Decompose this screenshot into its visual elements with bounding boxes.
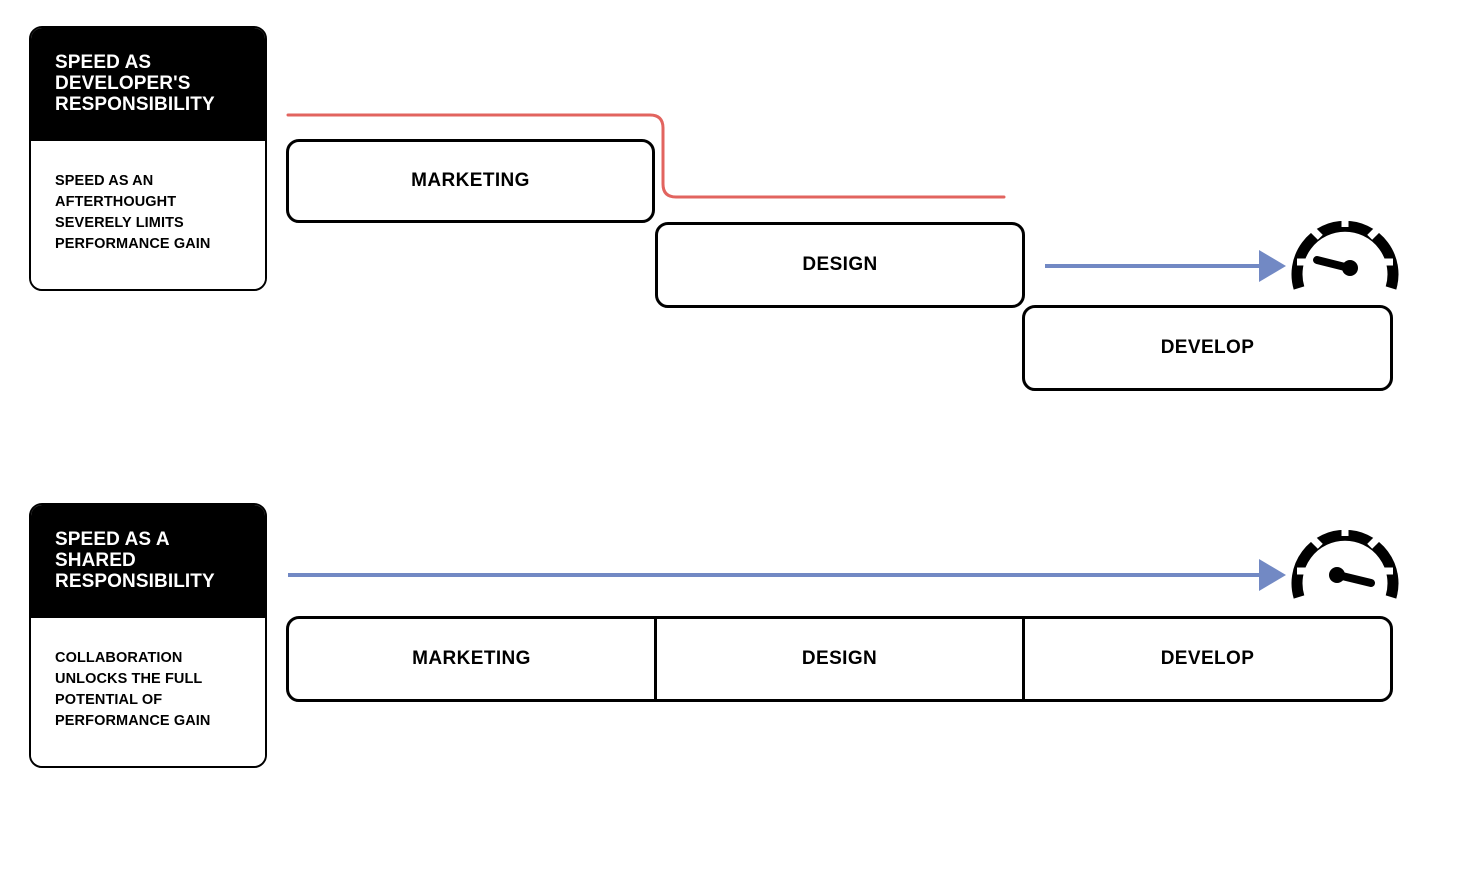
blue-long-arrow xyxy=(288,559,1286,591)
combined-stage-bar: MARKETING DESIGN DEVELOP xyxy=(286,616,1393,702)
stage-box-develop-bottom[interactable]: DEVELOP xyxy=(1022,619,1390,699)
blue-short-arrow xyxy=(1045,250,1286,282)
stage-box-design-bottom[interactable]: DESIGN xyxy=(654,619,1022,699)
stage-label: DEVELOP xyxy=(1160,648,1255,669)
stage-box-marketing-top[interactable]: MARKETING xyxy=(286,139,655,223)
card-body-panel: COLLABORATION UNLOCKS THE FULL POTENTIAL… xyxy=(31,618,265,766)
stage-label: DESIGN xyxy=(801,648,878,669)
stage-label: DESIGN xyxy=(802,254,878,275)
stage-label: MARKETING xyxy=(411,170,530,191)
card-body-panel: SPEED AS AN AFTERTHOUGHT SEVERELY LIMITS… xyxy=(31,141,265,289)
info-card-developer-responsibility: SPEED AS DEVELOPER'S RESPONSIBILITY SPEE… xyxy=(29,26,267,291)
card-body-text: COLLABORATION UNLOCKS THE FULL POTENTIAL… xyxy=(55,650,211,729)
card-header: SPEED AS DEVELOPER'S RESPONSIBILITY xyxy=(31,28,265,141)
stage-label: DEVELOP xyxy=(1160,337,1255,358)
stage-box-develop-top[interactable]: DEVELOP xyxy=(1022,305,1393,391)
speedometer-low-icon xyxy=(1291,214,1399,290)
card-header: SPEED AS A SHARED RESPONSIBILITY xyxy=(31,505,265,618)
stage-box-marketing-bottom[interactable]: MARKETING xyxy=(289,619,654,699)
stage-box-design-top[interactable]: DESIGN xyxy=(655,222,1025,308)
card-title: SPEED AS A SHARED RESPONSIBILITY xyxy=(55,529,215,592)
stage-label: MARKETING xyxy=(412,648,531,669)
info-card-shared-responsibility: SPEED AS A SHARED RESPONSIBILITY COLLABO… xyxy=(29,503,267,768)
card-body-text: SPEED AS AN AFTERTHOUGHT SEVERELY LIMITS… xyxy=(55,173,211,252)
speedometer-high-icon xyxy=(1291,523,1399,599)
card-title: SPEED AS DEVELOPER'S RESPONSIBILITY xyxy=(55,52,215,115)
